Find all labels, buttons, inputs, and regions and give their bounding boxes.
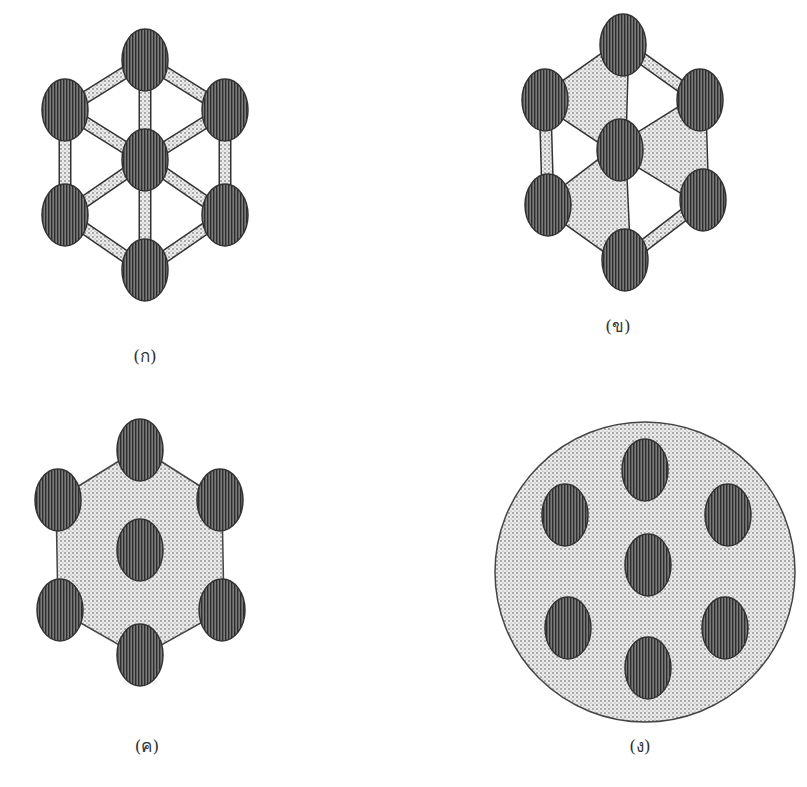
panel-label: (ค)	[135, 732, 159, 759]
panel-b	[522, 14, 726, 291]
panel-label: (ข)	[605, 312, 630, 339]
panel-d	[495, 422, 795, 722]
panel-label: (ก)	[133, 342, 156, 369]
panel-label: (ง)	[629, 732, 650, 759]
panel-c	[35, 419, 245, 686]
panel-a	[42, 29, 248, 301]
